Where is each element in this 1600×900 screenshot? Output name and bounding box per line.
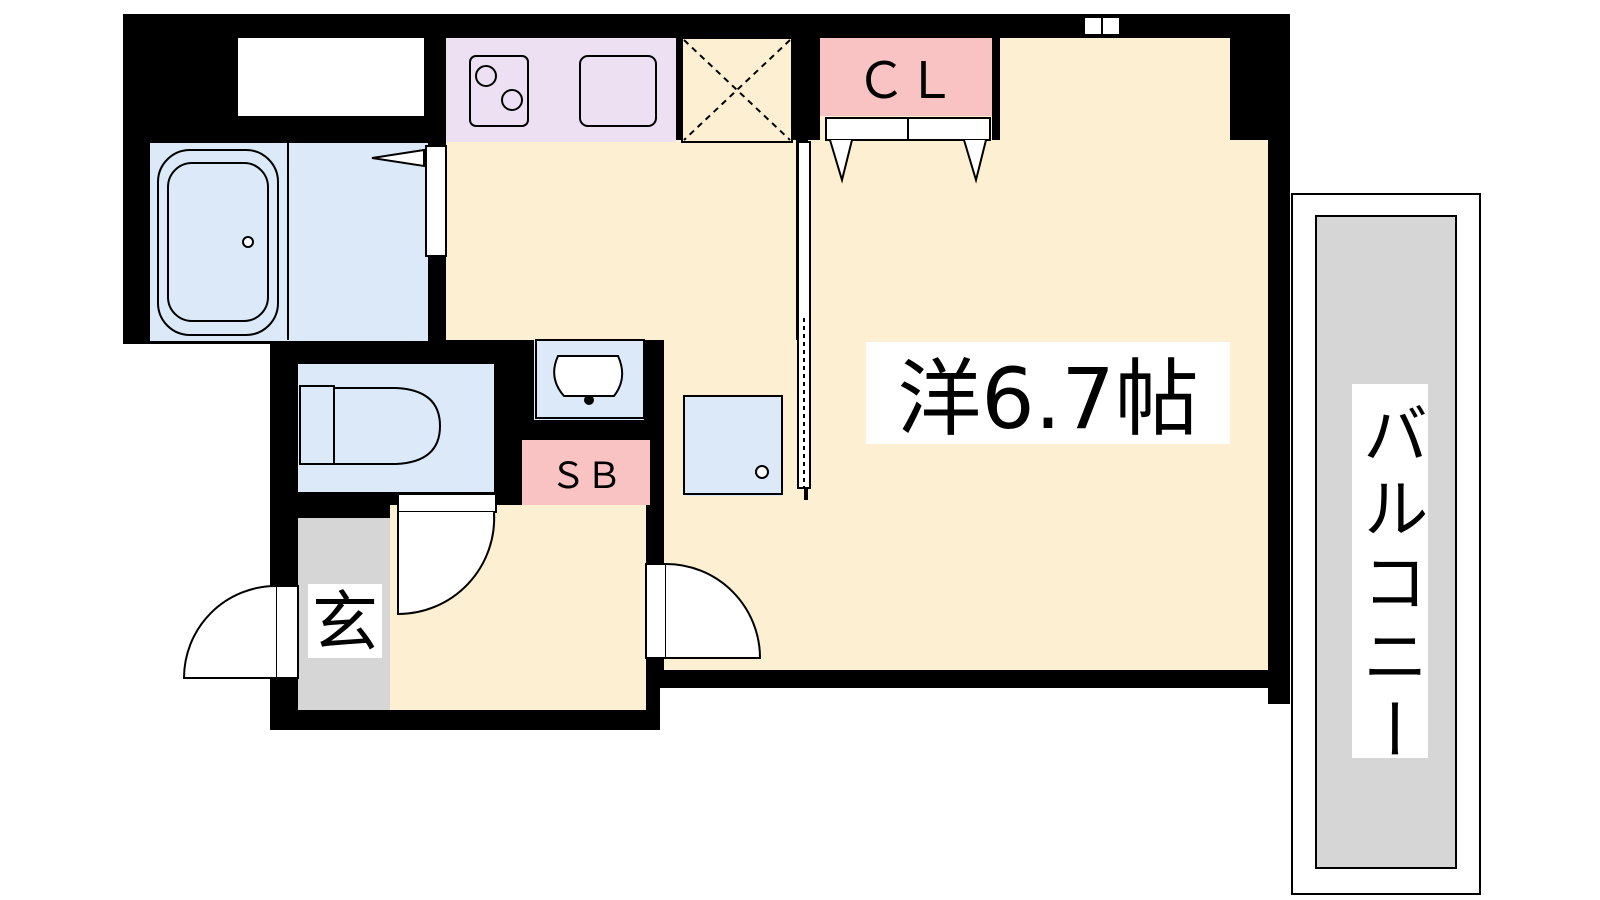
bathtub-icon bbox=[157, 149, 279, 336]
fridge-cross-1 bbox=[683, 39, 791, 141]
fixtures bbox=[157, 39, 991, 495]
burner-icon-1 bbox=[475, 65, 497, 87]
shoe-box-space bbox=[522, 440, 650, 505]
closet-door-right-icon bbox=[963, 139, 987, 184]
top-left-opening bbox=[238, 38, 424, 116]
washing-machine-icon bbox=[683, 395, 783, 495]
entrance-door-frame bbox=[275, 585, 299, 679]
toilet-icon bbox=[333, 387, 442, 465]
faucet-icon bbox=[584, 395, 594, 405]
balcony-label: バルコニー bbox=[1352, 400, 1429, 770]
western-room-floor-lower bbox=[664, 500, 1268, 670]
toilet-door-swing bbox=[397, 511, 496, 616]
labels: 洋6.7帖 ＣＬ ＳＢ 玄 バルコニー bbox=[308, 52, 1429, 770]
entrance-label: 玄 bbox=[312, 584, 378, 661]
stove-icon bbox=[469, 55, 529, 127]
toilet-door-frame bbox=[397, 493, 497, 513]
balcony-label-bg bbox=[1352, 384, 1428, 758]
balcony bbox=[1291, 193, 1481, 895]
entrance-door-swing bbox=[182, 585, 277, 679]
washbasin-icon bbox=[553, 355, 624, 397]
western-room-floor bbox=[1000, 38, 1230, 146]
closet-label-box bbox=[820, 38, 992, 116]
shower-icon bbox=[371, 148, 425, 168]
room-door-swing bbox=[665, 563, 762, 659]
burner-icon-2 bbox=[501, 89, 523, 111]
closet-label: ＣＬ bbox=[856, 52, 956, 110]
kitchen-sink-icon bbox=[579, 55, 657, 127]
sliding-door-track bbox=[797, 141, 811, 489]
shoe-box-label: ＳＢ bbox=[550, 456, 622, 497]
entrance-label-bg bbox=[308, 584, 382, 658]
bathroom-door-frame bbox=[425, 145, 447, 257]
bathtub-inner bbox=[167, 162, 269, 322]
kitchen-floor bbox=[446, 140, 796, 340]
fridge-cross-2 bbox=[683, 39, 791, 141]
closet-door-left-icon bbox=[829, 139, 853, 184]
washing-machine-drain-icon bbox=[755, 465, 769, 479]
western-room-label-bg bbox=[866, 342, 1230, 444]
room-door-frame bbox=[645, 563, 667, 659]
western-room-label: 洋6.7帖 bbox=[897, 350, 1199, 448]
bathtub-drain-icon bbox=[242, 236, 254, 248]
